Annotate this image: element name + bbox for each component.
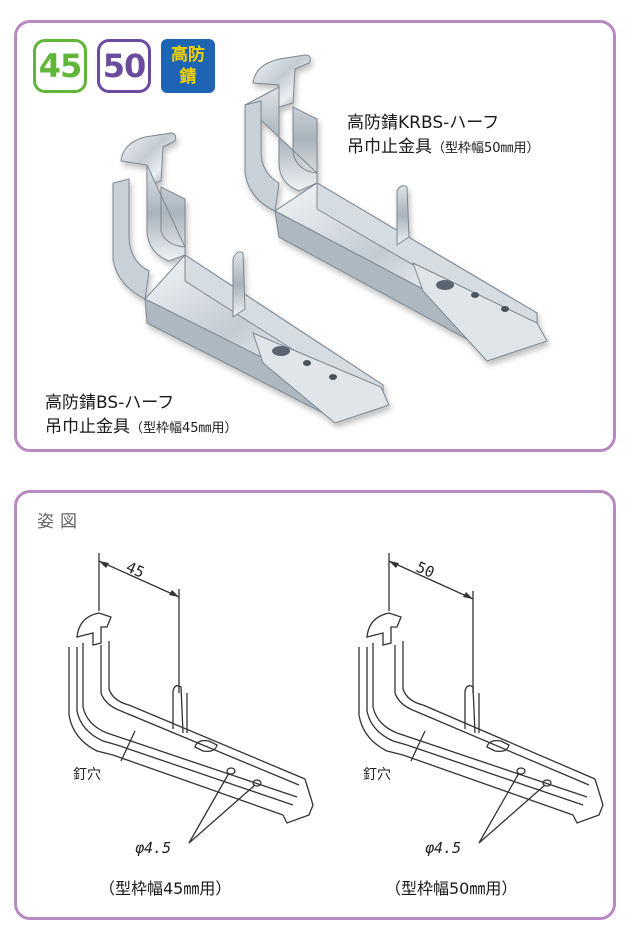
bs-caption: 高防錆BS-ハーフ 吊巾止金具（型枠幅45㎜用） bbox=[45, 391, 238, 441]
rust-proof-badge-bottom: 錆 bbox=[179, 67, 197, 87]
diagram-card: 姿図 45 bbox=[14, 490, 616, 920]
diagram-45: 45 bbox=[68, 553, 314, 844]
rust-proof-badge: 高防 錆 bbox=[161, 39, 215, 93]
krbs-product-note: （型枠幅50㎜用） bbox=[432, 141, 540, 156]
diameter-label-50: φ4.5 bbox=[425, 839, 461, 857]
diagram-heading: 姿図 bbox=[37, 512, 83, 532]
product-photo-card: 45 50 高防 錆 bbox=[14, 20, 616, 452]
dimension-arrow-45 bbox=[98, 560, 180, 598]
width-50-badge: 50 bbox=[97, 39, 151, 93]
rust-proof-badge-top: 高防 bbox=[171, 45, 205, 65]
bs-bracket-photo bbox=[112, 132, 390, 424]
krbs-bracket-photo bbox=[244, 54, 548, 362]
krbs-product-desc-line: 吊巾止金具（型枠幅50㎜用） bbox=[347, 135, 540, 161]
nail-hole-label-45: 釘穴 bbox=[73, 766, 101, 783]
dimension-label-45: 45 bbox=[123, 558, 147, 582]
diagram-50: 50 bbox=[358, 553, 604, 844]
diameter-label-45: φ4.5 bbox=[135, 839, 171, 857]
bs-product-desc-line: 吊巾止金具（型枠幅45㎜用） bbox=[45, 415, 238, 441]
krbs-product-name: 高防錆KRBS-ハーフ bbox=[347, 113, 500, 133]
dimension-label-50: 50 bbox=[413, 558, 437, 582]
product-photo bbox=[112, 54, 548, 424]
bs-product-note: （型枠幅45㎜用） bbox=[130, 421, 238, 436]
line-diagrams: 45 釘穴 bbox=[68, 553, 604, 857]
dimension-arrow-50 bbox=[388, 560, 474, 600]
krbs-product-desc: 吊巾止金具 bbox=[347, 137, 432, 157]
nail-hole-label-50: 釘穴 bbox=[363, 766, 391, 783]
diagram-caption-50: （型枠幅50㎜用） bbox=[385, 879, 518, 898]
bs-product-name: 高防錆BS-ハーフ bbox=[45, 393, 175, 413]
krbs-caption: 高防錆KRBS-ハーフ 吊巾止金具（型枠幅50㎜用） bbox=[347, 111, 540, 161]
diagram-caption-45: （型枠幅45㎜用） bbox=[99, 879, 232, 898]
bs-product-desc: 吊巾止金具 bbox=[45, 417, 130, 437]
width-45-badge: 45 bbox=[33, 39, 87, 93]
